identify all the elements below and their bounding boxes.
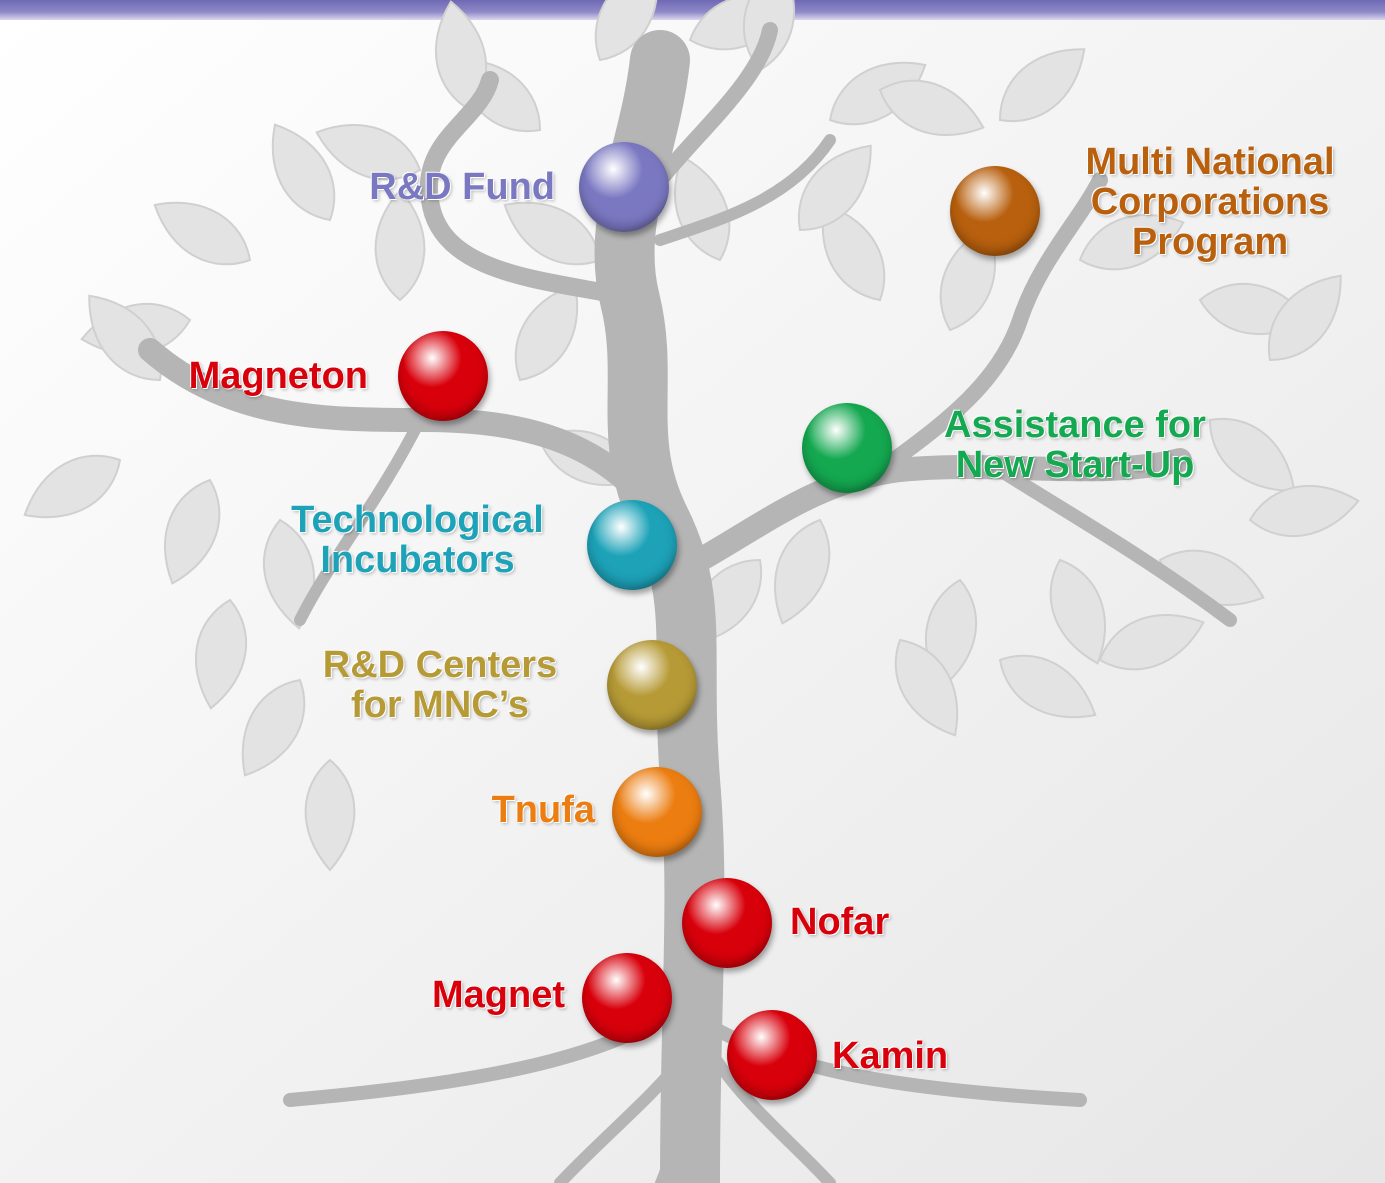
label-rd-centers: R&D Centers for MNC’s [322, 644, 558, 726]
header-bar [0, 0, 1385, 20]
label-tnufa: Tnufa [491, 789, 595, 831]
label-magnet: Magnet [432, 974, 565, 1016]
label-assistance: Assistance for New Start-Up [944, 404, 1206, 486]
label-rd-fund: R&D Fund [369, 166, 555, 208]
node-rd-fund [579, 142, 669, 232]
node-magneton [398, 331, 488, 421]
node-tnufa [612, 767, 702, 857]
label-kamin: Kamin [832, 1035, 949, 1077]
node-assistance [802, 403, 892, 493]
label-nofar: Nofar [790, 901, 890, 943]
node-rd-centers [607, 640, 697, 730]
node-mnc [950, 166, 1040, 256]
node-incubators [587, 500, 677, 590]
node-magnet [582, 953, 672, 1043]
label-magneton: Magneton [188, 355, 368, 397]
node-nofar [682, 878, 772, 968]
label-incubators: Technological Incubators [291, 499, 544, 581]
node-kamin [727, 1010, 817, 1100]
label-mnc: Multi National Corporations Program [1085, 141, 1335, 263]
